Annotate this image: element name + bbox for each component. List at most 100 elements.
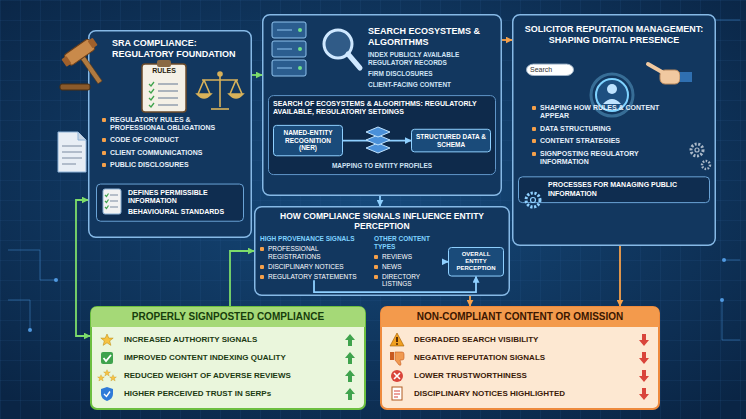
node-heading: OTHER CONTENT TYPES: [374, 235, 442, 251]
trust-shield-icon-part: [101, 387, 113, 401]
list-item: NEGATIVE REPUTATION SIGNALS: [414, 353, 624, 363]
box-label: Search: [530, 66, 570, 74]
box-label: STRUCTURED DATA & SCHEMA: [415, 133, 487, 149]
list-item: LOWER TRUSTWORTHINESS: [414, 371, 624, 381]
clipboard-icon-part: [158, 84, 178, 105]
connector-arrow: [76, 200, 90, 336]
indexing-check-icon-part: [101, 352, 113, 364]
grid-background-part-part: [8, 250, 56, 280]
server-icon-part: [298, 28, 302, 70]
regulatory-panel-outline: [89, 31, 252, 238]
list-item: REGULATORY STATEMENTS: [260, 273, 368, 281]
hand-icon-part: [680, 72, 692, 82]
checklist-icon-part-part: [105, 200, 109, 203]
person-icon-part: [607, 84, 617, 94]
regulatory-panel: SRA COMPLIANCE: REGULATORY FOUNDATIONREG…: [88, 30, 252, 238]
processing-panel: SEARCH OF ECOSYSTEMS & ALGORITHMS: REGUL…: [268, 95, 496, 175]
connector-arrow: [469, 296, 471, 306]
notice-document-icon-part-part: [394, 397, 398, 398]
node-heading: HIGH PROVENANCE SIGNALS: [260, 235, 368, 243]
magnifier-icon: [324, 30, 360, 68]
scales-icon-part: [202, 79, 238, 81]
signal-group-outline: [260, 235, 368, 280]
down-arrow-icons-part: [639, 388, 649, 400]
notice-document-icon-part-part: [394, 391, 400, 392]
list-item: CLIENT COMMUNICATIONS: [102, 149, 246, 157]
box-label: OVERALL ENTITY PERCEPTION: [452, 251, 500, 273]
list-item: REVIEWS: [374, 253, 442, 261]
checklist-icon-part-part: [110, 201, 118, 202]
server-icon-part: [272, 41, 306, 57]
authority-star-icon-part: [101, 334, 113, 345]
process-box-outline: [274, 125, 343, 155]
server-icon-part-part: [298, 47, 302, 51]
search-panel-outline: [263, 15, 502, 196]
notice-document-icon-part: [394, 391, 400, 397]
gear-icons-part: [695, 148, 699, 152]
document-icon-part-part: [62, 146, 82, 147]
thumbs-down-icon-part: [390, 352, 394, 360]
signal-group: HIGH PROVENANCE SIGNALSPROFESSIONAL REGI…: [260, 235, 368, 280]
down-arrow-icons-part: [639, 334, 649, 346]
reputation-panel-outline: [513, 15, 716, 246]
processing-panel-outline: [269, 96, 496, 175]
connector-arrow: [619, 246, 621, 306]
warning-icon-part: [396, 337, 398, 342]
checklist-icon-part-part: [110, 207, 118, 208]
clipboard-icon-part: [157, 60, 171, 67]
up-arrow-icons-part: [345, 388, 355, 400]
process-gear-icon: [526, 193, 540, 207]
scales-icon-part: [219, 74, 221, 107]
gavel-icon-part-part: [81, 56, 102, 83]
box-label: PROCESSES FOR MANAGING PUBLIC INFORMATIO…: [548, 181, 705, 198]
server-icon-part-part: [277, 68, 292, 69]
list-item: IMPROVED CONTENT INDEXING QUALITY: [124, 353, 334, 363]
clipboard-icon-part-part: [158, 97, 178, 98]
clipboard-icon-part-part: [149, 103, 154, 107]
hand-icon-part: [648, 64, 662, 72]
up-arrow-icons-part: [345, 352, 355, 364]
grid-background-part-part: [28, 328, 32, 332]
signals-panel-outline: [255, 207, 510, 296]
rating-stars-icon: [98, 370, 117, 381]
document-icon-part-part: [62, 164, 76, 165]
down-arrow-icons-part: [639, 370, 649, 382]
up-arrow-icons-part: [345, 334, 355, 346]
server-icon-part-part: [298, 66, 302, 70]
indexing-check-icon-part: [104, 355, 112, 361]
gavel-icon-part: [60, 84, 90, 90]
list-item: INDEX PUBLICLY AVAILABLE REGULATORY RECO…: [368, 51, 496, 67]
thumbs-down-icon-part: [395, 352, 404, 365]
document-icon-part: [62, 146, 82, 164]
notice-document-icon-part-part: [394, 394, 400, 395]
clipboard-icon-part-part: [149, 89, 154, 93]
grid-background-part-part: [722, 258, 726, 262]
list-item: NEWS: [374, 263, 442, 271]
error-icon-part: [391, 370, 403, 382]
search-bar: Search: [526, 64, 574, 76]
node-heading: SEARCH OF ECOSYSTEMS & ALGORITHMS: REGUL…: [273, 100, 491, 117]
grid-background-part-part: [8, 300, 30, 330]
scales-icon-part: [197, 94, 211, 98]
box-label: NAMED-ENTITY RECOGNITION (NER): [277, 129, 339, 152]
authority-star-icon: [101, 334, 113, 345]
result-box-outline: [449, 247, 504, 276]
document-icon-part-part: [62, 152, 82, 153]
outcome-panel: PROPERLY SIGNPOSTED COMPLIANCEINCREASED …: [90, 306, 366, 410]
reputation-panel: SOLICITOR REPUTATION MANAGEMENT: SHAPING…: [512, 14, 716, 246]
down-arrow-icons: [639, 334, 649, 400]
process-gear-icon-part: [531, 198, 536, 203]
list-item: PUBLIC DISCLOSURES: [102, 161, 246, 169]
process-box: NAMED-ENTITY RECOGNITION (NER): [273, 125, 343, 156]
rating-stars-icon-part: [98, 375, 105, 381]
outcome-panel-outline: [381, 307, 659, 409]
server-icon-part: [277, 30, 292, 68]
list-item: CODE OF CONDUCT: [102, 136, 246, 144]
scales-icon-part: [218, 72, 222, 76]
list-item: MAPPING TO ENTITY PROFILES: [273, 162, 491, 170]
connectors: [76, 40, 620, 336]
signal-group: OTHER CONTENT TYPESREVIEWSNEWSDIRECTORY …: [374, 235, 442, 288]
process-box: STRUCTURED DATA & SCHEMA: [411, 129, 491, 153]
